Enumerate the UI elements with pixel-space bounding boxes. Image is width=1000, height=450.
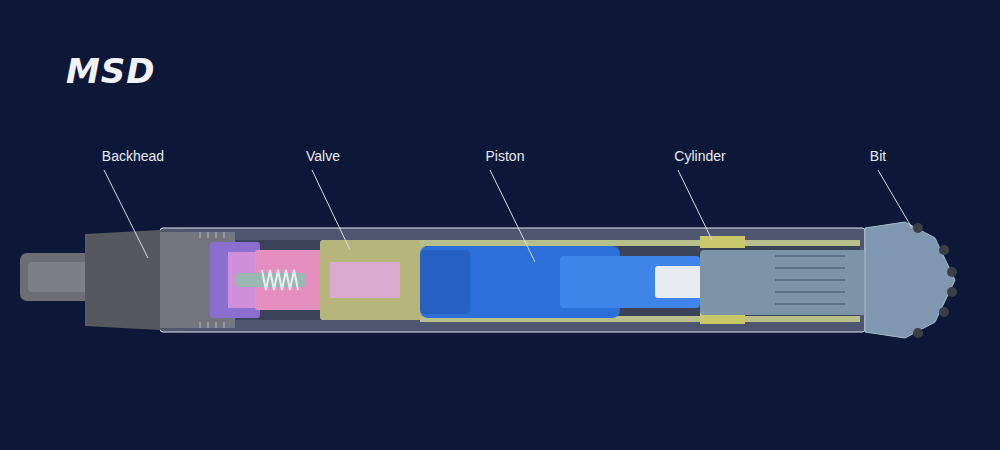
leader-lines xyxy=(104,170,912,262)
label-slot: Piston xyxy=(486,148,525,165)
part-name: Backhead xyxy=(102,148,164,165)
leader-line xyxy=(878,170,912,228)
leader-line xyxy=(312,170,350,250)
part-name: Bit xyxy=(870,148,886,165)
valve-spring xyxy=(262,270,298,290)
logo-slot: MSD xyxy=(66,52,156,90)
bit-splines xyxy=(775,256,845,304)
leader-line xyxy=(678,170,712,240)
label-slot: Bit xyxy=(870,148,886,165)
brand-logo: MSD xyxy=(66,52,156,90)
label-slot: Valve xyxy=(306,148,340,165)
label-slot: Cylinder xyxy=(674,148,725,165)
valve-stem xyxy=(330,262,400,298)
label-slot: Backhead xyxy=(102,148,164,165)
part-name: Valve xyxy=(306,148,340,165)
leader-line xyxy=(104,170,148,258)
part-name: Cylinder xyxy=(674,148,725,165)
bit-buttons xyxy=(913,223,957,338)
piston-striking-face xyxy=(655,266,705,298)
air-distributor xyxy=(320,240,425,320)
backhead-shank-face xyxy=(28,262,88,292)
piston-head xyxy=(420,250,470,314)
bit-shank xyxy=(700,250,870,315)
bit-head xyxy=(865,222,955,338)
part-name: Piston xyxy=(486,148,525,165)
cylinder-ring xyxy=(700,236,745,248)
cylinder-wall-top xyxy=(420,240,860,246)
leader-line xyxy=(490,170,535,262)
